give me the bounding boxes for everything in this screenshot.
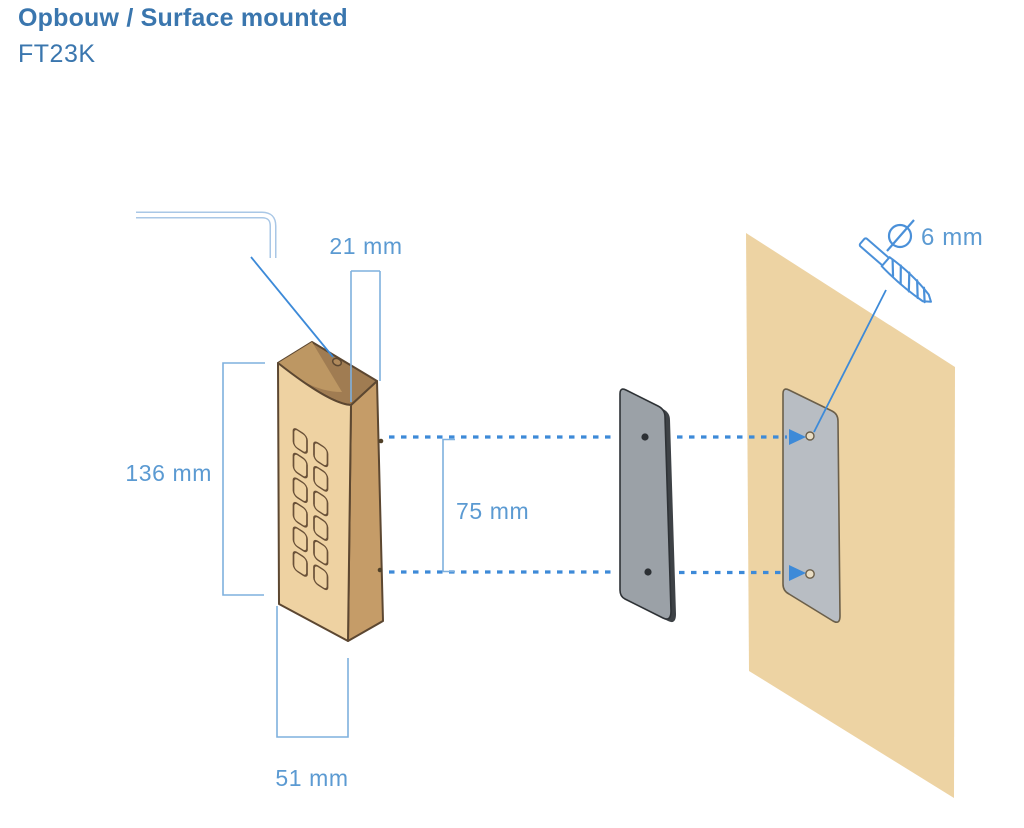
wall-mounting-area bbox=[782, 388, 841, 623]
page-title: Opbouw / Surface mounted bbox=[18, 4, 348, 32]
dimension-bracket-height bbox=[222, 362, 265, 596]
wall-panel bbox=[746, 233, 955, 798]
keypad-device bbox=[277, 341, 384, 642]
wall-drill-hole-bottom bbox=[805, 569, 815, 579]
model-number: FT23K bbox=[18, 40, 96, 68]
keypad-top-bevel bbox=[278, 342, 342, 392]
keypad-button bbox=[313, 466, 329, 492]
arrow-right-icon bbox=[789, 429, 806, 445]
keypad-button bbox=[313, 515, 329, 541]
page-header: Opbouw / Surface mounted FT23K bbox=[18, 4, 348, 69]
keypad-side-face bbox=[347, 380, 384, 642]
keypad-button bbox=[292, 501, 308, 528]
keypad-button bbox=[313, 490, 329, 517]
drill-bit-icon bbox=[858, 237, 932, 304]
keypad-button bbox=[313, 564, 329, 591]
dimension-label-depth: 21 mm bbox=[329, 233, 402, 259]
keypad-button bbox=[292, 551, 308, 577]
mounting-plate bbox=[619, 388, 676, 623]
diameter-symbol-icon bbox=[886, 219, 915, 252]
mounting-plate-face bbox=[619, 388, 672, 620]
dimension-bracket-width bbox=[276, 606, 349, 738]
keypad-side-hole bbox=[378, 438, 384, 444]
arrow-right-icon bbox=[789, 565, 806, 581]
keypad-button bbox=[313, 441, 329, 468]
dimension-label-width: 51 mm bbox=[275, 765, 348, 791]
allen-key-leader-line bbox=[250, 256, 334, 358]
dimension-bracket-hole-spacing bbox=[442, 438, 455, 573]
keypad-button bbox=[292, 428, 308, 454]
drill-leader-line bbox=[813, 289, 887, 433]
dimension-label-height: 136 mm bbox=[125, 460, 212, 486]
keypad-button bbox=[292, 452, 308, 479]
dimension-label-drill-diameter: 6 mm bbox=[921, 224, 983, 251]
dimension-label-hole-spacing: 75 mm bbox=[456, 498, 529, 524]
keypad-top-screw-hole bbox=[331, 357, 343, 367]
keypad-button bbox=[292, 526, 308, 553]
allen-key-icon bbox=[136, 211, 277, 258]
wall-drill-hole-top bbox=[805, 431, 815, 441]
keypad-button bbox=[292, 477, 308, 503]
plate-screw-hole-bottom bbox=[644, 568, 652, 576]
keypad-side-hole bbox=[377, 567, 383, 573]
keypad-buttons bbox=[292, 428, 329, 591]
keypad-button bbox=[313, 539, 329, 566]
plate-screw-hole-top bbox=[641, 433, 649, 441]
dimension-bracket-depth bbox=[350, 270, 381, 402]
